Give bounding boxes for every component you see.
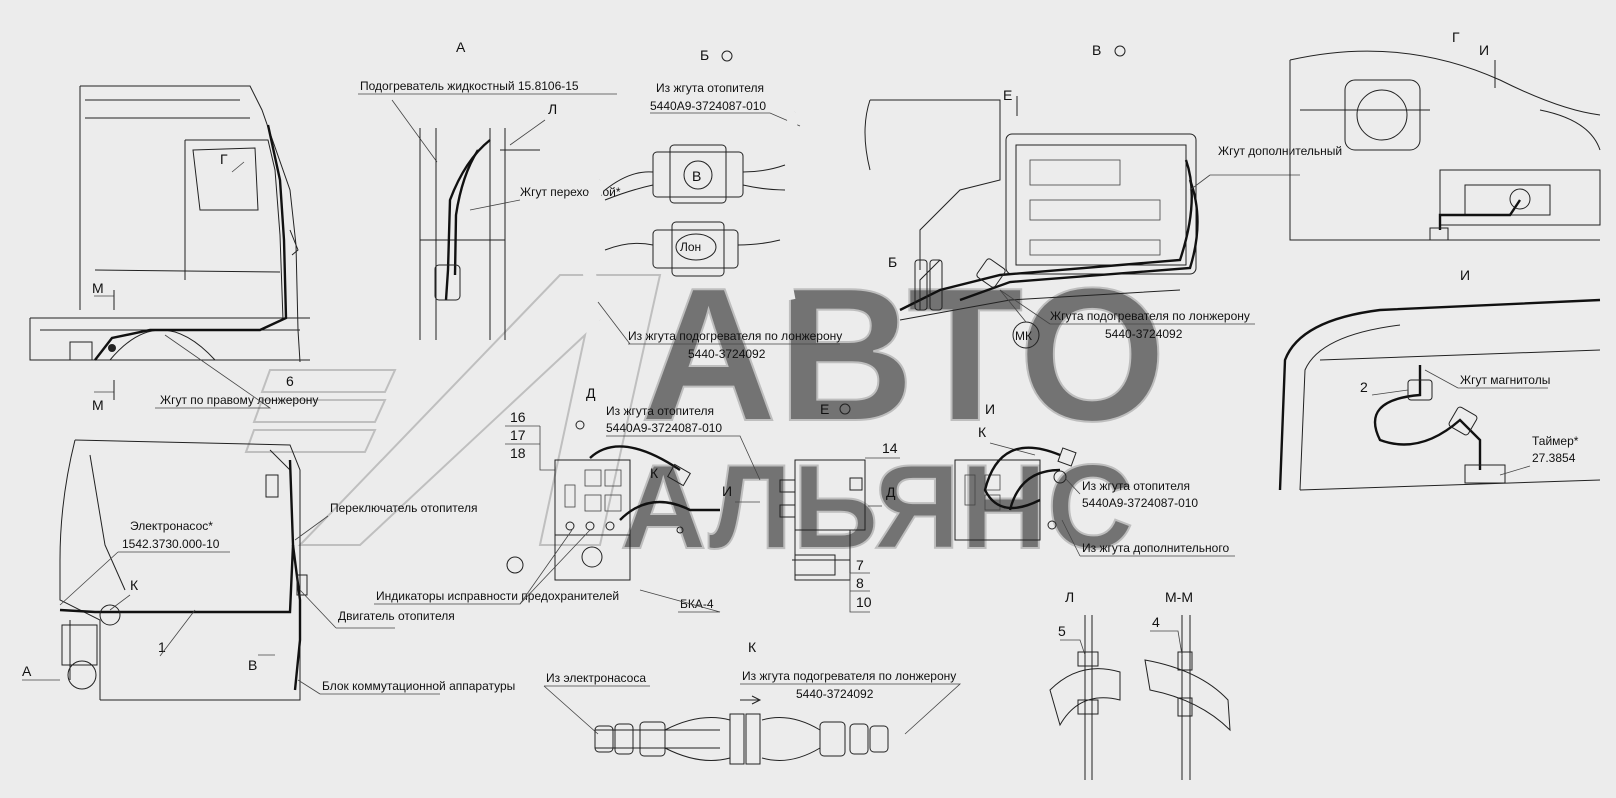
bka-label: БКА-4 (680, 597, 714, 611)
section-l-ref: Л (548, 101, 557, 117)
section-i-mid: И (985, 401, 995, 417)
section-mm-title: М-М (1165, 589, 1193, 605)
section-e-top-ref: Е (1003, 87, 1012, 103)
section-k-mid: К (978, 424, 987, 440)
section-a-ref: А (22, 663, 32, 679)
section-g-dashboard: Г И (1289, 29, 1601, 241)
section-m-label-bottom: М (92, 397, 104, 413)
from-heater-harness-3: Из жгута отопителя (1082, 479, 1190, 493)
from-heater-harness-2: Из жгута отопителя (606, 404, 714, 418)
section-d-bka: Д 16 17 18 Из жгута отопителя 5440А9-372… (374, 385, 761, 613)
timer-label: Таймер* (1532, 434, 1579, 448)
heater-switch-label: Переключатель отопителя (330, 501, 477, 515)
section-d-ref: Д (886, 484, 896, 500)
section-k-connector: К Из электронасоса Из жгута подогревател… (543, 639, 962, 765)
section-k-title: К (748, 639, 757, 655)
section-a-heater: А Подогреватель жидкостный 15.8106-15 Л … (358, 39, 621, 340)
watermark: АВТО АЛЬЯНС (244, 248, 1167, 575)
connector-lon: Лон (680, 240, 701, 254)
section-d-title: Д (586, 385, 596, 401)
section-k-ref: К (130, 577, 139, 593)
section-b-ref: Б (888, 254, 897, 270)
connector-v: В (692, 168, 701, 184)
section-i-title: И (1460, 267, 1470, 283)
number-17: 17 (510, 427, 526, 443)
number-2: 2 (1360, 379, 1368, 395)
adapter-harness-label: Жгут переходной* (520, 185, 621, 199)
section-a-title: А (456, 39, 466, 55)
section-mm-detail: М-М 4 (1144, 589, 1231, 780)
section-m-label-top: М (92, 280, 104, 296)
from-electropump-label: Из электронасоса (546, 671, 646, 685)
section-g-title: Г (1452, 29, 1460, 45)
section-i-top-ref: И (1479, 42, 1489, 58)
number-1: 1 (158, 639, 166, 655)
number-10: 10 (856, 594, 872, 610)
number-6: 6 (286, 373, 294, 389)
section-v-title: В (1092, 42, 1101, 58)
number-7: 7 (856, 557, 864, 573)
truck-cab-side-view: Г М М 6 Жгут по правому лонжерону (29, 85, 318, 413)
heater-spar-harness-code: 5440-3724092 (1105, 327, 1183, 341)
section-i-d-ref: И (722, 483, 732, 499)
from-heater-spar-2: Из жгута подогревателя по лонжерону (742, 669, 956, 683)
from-heater-harness-2-code: 5440А9-3724087-010 (606, 421, 722, 435)
section-e-relay: Е 14 Д 7 8 10 (779, 401, 900, 613)
from-heater-spar-1-code: 5440-3724092 (688, 347, 766, 361)
watermark-line1: АВТО (640, 249, 1166, 461)
timer-code: 27.3854 (1532, 451, 1576, 465)
section-l-detail: Л 5 (1049, 589, 1121, 780)
right-spar-harness-label: Жгут по правому лонжерону (160, 393, 318, 407)
number-14: 14 (882, 440, 898, 456)
connector-mk: МК (1015, 329, 1032, 343)
section-k-d-ref: К (650, 465, 659, 481)
from-heater-harness-1-code: 5440А9-3724087-010 (650, 99, 766, 113)
from-heater-spar-1: Из жгута подогревателя по лонжерону (628, 329, 842, 343)
section-b-connectors: Б Из жгута отопителя 5440А9-3724087-010 … (581, 47, 842, 361)
additional-harness-label: Жгут дополнительный (1218, 144, 1342, 158)
heater-label: Подогреватель жидкостный 15.8106-15 (360, 79, 579, 93)
electropump-code: 1542.3730.000-10 (122, 537, 220, 551)
heater-motor-label: Двигатель отопителя (338, 609, 455, 623)
section-i-radio: И 2 Жгут магнитолы Таймер* 27.3854 (1278, 267, 1601, 491)
number-16: 16 (510, 409, 526, 425)
number-4: 4 (1152, 614, 1160, 630)
from-additional-label: Из жгута дополнительного (1082, 541, 1229, 555)
section-e-title: Е (820, 401, 829, 417)
from-heater-spar-2-code: 5440-3724092 (796, 687, 874, 701)
watermark-line2: АЛЬЯНС (620, 440, 1134, 574)
number-18: 18 (510, 445, 526, 461)
electropump-label: Электронасос* (130, 519, 213, 533)
fuse-indicators-label: Индикаторы исправности предохранителей (376, 589, 619, 603)
radio-harness-label: Жгут магнитолы (1460, 373, 1550, 387)
switching-unit-label: Блок коммутационной аппаратуры (322, 679, 515, 693)
section-g-label: Г (220, 151, 228, 167)
truck-front-view: Электронасос* 1542.3730.000-10 К А 1 В П… (22, 439, 515, 701)
fuse-array (1029, 159, 1161, 256)
number-8: 8 (856, 575, 864, 591)
from-heater-harness-3-code: 5440А9-3724087-010 (1082, 496, 1198, 510)
from-heater-harness-1: Из жгута отопителя (656, 81, 764, 95)
section-v-fusebox: В Е Б МК Жгут дополнительный Жгута подог… (864, 42, 1342, 349)
section-k-detail: И К Из жгута отопителя 5440А9-3724087-01… (954, 401, 1235, 557)
section-b-title: Б (700, 47, 709, 63)
section-v-ref: В (248, 657, 257, 673)
number-5: 5 (1058, 623, 1066, 639)
heater-spar-harness-label: Жгута подогревателя по лонжерону (1050, 309, 1250, 323)
section-l-title: Л (1065, 589, 1074, 605)
